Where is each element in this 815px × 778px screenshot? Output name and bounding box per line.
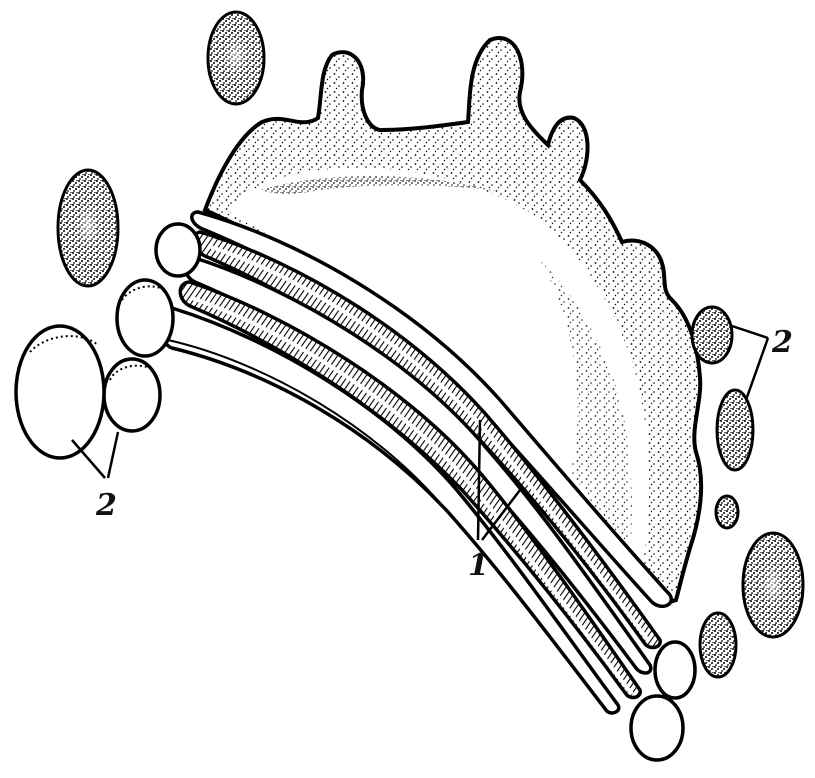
vesicle-left-3 [104,359,160,431]
vesicle-right-large [743,533,803,637]
vesicle-right-2 [717,390,753,470]
label-cisternae: 1 [468,548,489,583]
vesicle-left-2 [117,280,173,356]
vesicle-far-left [58,170,118,286]
vesicle-right-4 [700,613,736,677]
vesicle-bottom-2 [631,696,683,760]
vesicle-right-1 [692,307,732,363]
vesicle-top-left [208,12,264,104]
vesicle-bottom-1 [655,642,695,698]
label-vesicles-right: 2 [771,325,793,360]
label-vesicles-left: 2 [95,488,117,523]
vesicle-right-3 [716,496,738,528]
vesicle-left-1 [156,224,200,276]
vesicle-left-large [16,326,104,458]
